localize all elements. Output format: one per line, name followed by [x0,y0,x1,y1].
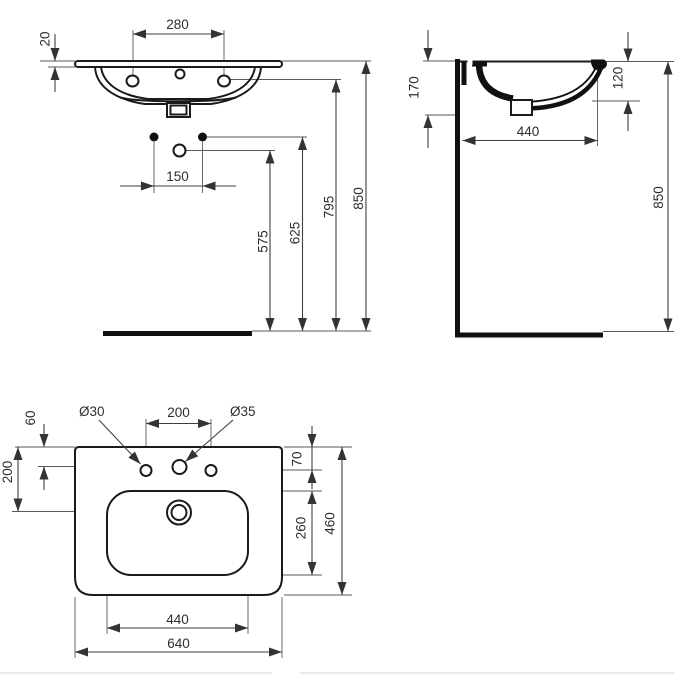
tap-hole-left-plan [139,464,153,477]
dim-label-170: 170 [407,76,422,99]
leader-dia30 [98,419,141,465]
basin-bowl-plan [106,490,249,576]
dim-label-440-side: 440 [517,124,540,139]
waste-outlet-inner [170,504,188,521]
dim-label-60: 60 [23,410,38,425]
dim-label-120: 120 [611,67,626,90]
dim-label-20: 20 [38,31,53,46]
front-view: 280 20 150 575 625 [38,17,371,336]
tap-hole-section [467,58,473,65]
dim-label-575: 575 [256,230,271,253]
dim-label-200-left: 200 [0,461,15,484]
dim-label-280: 280 [166,17,189,32]
tap-hole-center-plan [171,459,188,475]
outlet-box-side [510,99,533,116]
dim-label-625: 625 [288,222,303,245]
overflow-channel-section [475,64,514,102]
fixing-hole-right [198,132,207,142]
side-view: 170 120 440 850 [407,30,674,338]
basin-front-lip [590,59,607,70]
tap-hole-right [217,74,231,88]
dim-label-260: 260 [294,517,309,540]
dim-label-dia30: Ø30 [79,404,105,419]
dim-label-200-top: 200 [167,405,190,420]
dim-label-640: 640 [167,636,190,651]
dim-label-150: 150 [166,169,189,184]
dim-label-850-side: 850 [651,186,666,209]
dim-label-70: 70 [290,451,305,466]
basin-bowl-inner [100,66,256,100]
basin-bowl-under [523,67,604,111]
tap-hole-right-plan [204,464,218,477]
dim-label-795: 795 [322,196,337,219]
dim-label-850-front: 850 [351,187,366,210]
waste-outlet-front [172,143,187,158]
dim-label-460: 460 [323,512,338,535]
tap-hole-center [174,68,186,80]
basin-bowl-profile [523,64,598,103]
tap-hole-left [125,74,140,88]
dim-label-440-plan: 440 [166,612,189,627]
fixing-hole-left [149,132,159,142]
leader-dia35 [185,419,234,462]
dim-label-dia35: Ø35 [230,404,256,419]
rear-fixing-section [461,62,467,85]
rear-ledge-section [472,61,487,67]
basin-bowl-waterline [119,96,237,103]
outlet-box-inner [169,104,188,116]
basin-rim-front [74,60,283,68]
plan-view: Ø30 Ø35 200 60 200 70 260 460 440 640 [0,404,352,658]
